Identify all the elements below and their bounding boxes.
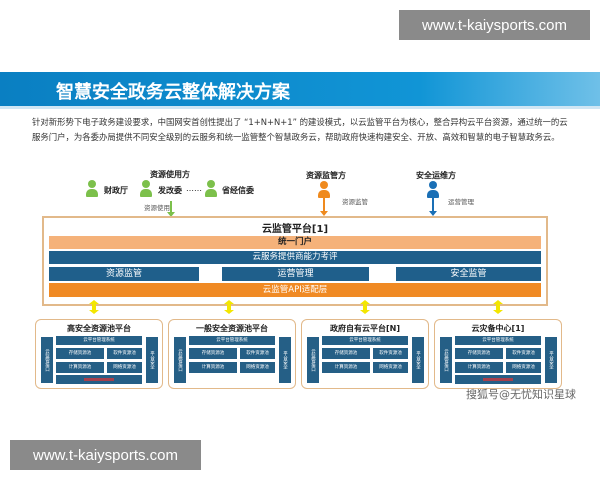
provider-evaluation: 云服务提供商能力考评 xyxy=(49,251,541,264)
ops-icon xyxy=(427,181,439,198)
bidirectional-arrow-icon xyxy=(493,300,503,314)
pool-title: 一般安全资源池平台 xyxy=(196,324,268,333)
network-pool: 网络资源池 xyxy=(506,362,541,373)
ops-title: 安全运维方 xyxy=(416,171,456,180)
arrow-down-icon xyxy=(167,201,175,217)
user-icon xyxy=(205,180,217,197)
platform-security: 平台安全 xyxy=(412,337,424,383)
red-label-bar xyxy=(455,375,541,384)
software-pool: 软件资源池 xyxy=(373,348,408,359)
supervisor-title: 资源监管方 xyxy=(306,171,346,180)
ellipsis: …… xyxy=(186,184,202,193)
bidirectional-arrow-icon xyxy=(89,300,99,314)
supervision-interface: 云监管接口 xyxy=(307,337,319,383)
ops-label: 运营管理 xyxy=(448,198,474,206)
storage-pool: 存储资源池 xyxy=(455,348,503,359)
cloud-mgmt-system: 云平台管理系统 xyxy=(189,336,275,345)
member-label: 省经信委 xyxy=(222,186,254,195)
module-resource-supervision: 资源监管 xyxy=(49,267,199,281)
resource-pool: 政府自有云平台[N] 云监管接口 云平台管理系统 存储资源池 软件资源池 计算资… xyxy=(301,319,429,389)
resource-pool: 高安全资源池平台 云监管接口 云平台管理系统 存储资源池 软件资源池 计算资源池… xyxy=(35,319,163,389)
compute-pool: 计算资源池 xyxy=(189,362,237,373)
storage-pool: 存储资源池 xyxy=(189,348,237,359)
users-title: 资源使用方 xyxy=(150,170,190,179)
red-label-bar xyxy=(56,375,142,384)
bidirectional-arrow-icon xyxy=(224,300,234,314)
pool-title: 云灾备中心[1] xyxy=(471,324,525,333)
compute-pool: 计算资源池 xyxy=(56,362,104,373)
intro-paragraph: 针对新形势下电子政务建设要求，中国网安首创性提出了 “1+N+N+1” 的建设模… xyxy=(32,117,568,142)
cloud-mgmt-system: 云平台管理系统 xyxy=(56,336,142,345)
resource-pool: 云灾备中心[1] 云监管接口 云平台管理系统 存储资源池 软件资源池 计算资源池… xyxy=(434,319,562,389)
arrow-down-icon xyxy=(320,198,328,216)
module-operations: 运营管理 xyxy=(222,267,369,281)
supervisor-icon xyxy=(318,181,330,198)
supervision-interface: 云监管接口 xyxy=(41,337,53,383)
usage-label: 资源使用 xyxy=(144,204,170,212)
platform-security: 平台安全 xyxy=(279,337,291,383)
supervision-interface: 云监管接口 xyxy=(440,337,452,383)
bidirectional-arrow-icon xyxy=(360,300,370,314)
page-title: 智慧安全政务云整体解决方案 xyxy=(56,82,290,103)
watermark-bottom: www.t-kaiysports.com xyxy=(10,440,201,470)
supervise-label: 资源监管 xyxy=(342,198,368,206)
supervision-interface: 云监管接口 xyxy=(174,337,186,383)
storage-pool: 存储资源池 xyxy=(322,348,370,359)
pool-title: 高安全资源池平台 xyxy=(67,324,131,333)
source-watermark: 搜狐号@无忧知识星球 xyxy=(466,388,576,401)
cloud-supervision-platform: 云监管平台[1] 统一门户 云服务提供商能力考评 资源监管 运营管理 安全监管 … xyxy=(42,216,548,306)
resource-pool: 一般安全资源池平台 云监管接口 云平台管理系统 存储资源池 软件资源池 计算资源… xyxy=(168,319,296,389)
compute-pool: 计算资源池 xyxy=(322,362,370,373)
cloud-mgmt-system: 云平台管理系统 xyxy=(455,336,541,345)
member-label: 财政厅 xyxy=(104,186,128,195)
storage-pool: 存储资源池 xyxy=(56,348,104,359)
module-security: 安全监管 xyxy=(396,267,541,281)
software-pool: 软件资源池 xyxy=(240,348,275,359)
arrow-down-icon xyxy=(429,198,437,216)
member-label: 发改委 xyxy=(158,186,182,195)
unified-portal: 统一门户 xyxy=(49,236,541,249)
title-banner: 智慧安全政务云整体解决方案 xyxy=(0,72,600,109)
network-pool: 网络资源池 xyxy=(107,362,142,373)
compute-pool: 计算资源池 xyxy=(455,362,503,373)
platform-security: 平台安全 xyxy=(545,337,557,383)
network-pool: 网络资源池 xyxy=(240,362,275,373)
user-icon xyxy=(86,180,98,197)
cloud-mgmt-system: 云平台管理系统 xyxy=(322,336,408,345)
platform-title: 云监管平台[1] xyxy=(261,224,329,235)
api-adapter-layer: 云监管API适配层 xyxy=(49,283,541,297)
software-pool: 软件资源池 xyxy=(506,348,541,359)
watermark-top: www.t-kaiysports.com xyxy=(399,10,590,40)
platform-security: 平台安全 xyxy=(146,337,158,383)
pool-title: 政府自有云平台[N] xyxy=(329,324,400,333)
user-icon xyxy=(140,180,152,197)
software-pool: 软件资源池 xyxy=(107,348,142,359)
network-pool: 网络资源池 xyxy=(373,362,408,373)
